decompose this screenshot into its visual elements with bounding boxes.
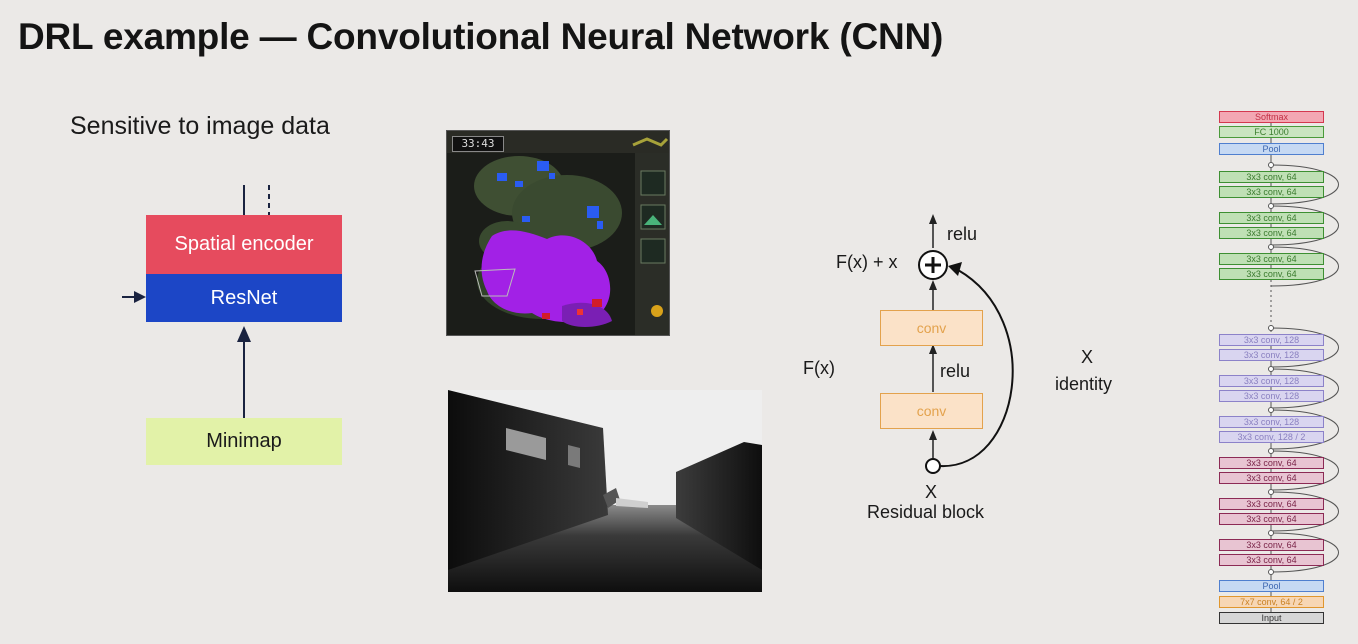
resnet-layer: 3x3 conv, 128 / 2 <box>1219 431 1324 443</box>
resnet-skip-connection <box>1270 368 1339 409</box>
resnet-layer: 3x3 conv, 128 <box>1219 375 1324 387</box>
resnet-add-node <box>1268 366 1274 372</box>
fx-label: F(x) <box>803 358 835 378</box>
identity-x-label: X <box>1081 347 1094 367</box>
resnet-layer: Input <box>1219 612 1324 624</box>
resnet-add-node <box>1268 569 1274 575</box>
resnet-layer: 3x3 conv, 64 <box>1219 539 1324 551</box>
resnet-layer: 3x3 conv, 128 <box>1219 390 1324 402</box>
encoder-arrows <box>122 185 270 418</box>
resnet-layer: 3x3 conv, 64 <box>1219 227 1324 239</box>
resnet-layer: 3x3 conv, 64 <box>1219 472 1324 484</box>
game-minimap-image <box>446 130 670 336</box>
resnet-layer: 3x3 conv, 64 <box>1219 186 1324 198</box>
resnet-layer: 3x3 conv, 64 <box>1219 212 1324 224</box>
conv-to-add-arrowhead <box>929 280 937 290</box>
resnet-skip-connection <box>1270 491 1339 532</box>
resnet-add-node <box>1268 489 1274 495</box>
resnet-layer: 7x7 conv, 64 / 2 <box>1219 596 1324 608</box>
resnet-layer: 3x3 conv, 64 <box>1219 253 1324 265</box>
resnet-layer: 3x3 conv, 128 <box>1219 416 1324 428</box>
residual-block-caption: Residual block <box>867 502 985 522</box>
input-to-conv-arrowhead <box>929 430 937 440</box>
depth-map-drawing <box>448 390 762 592</box>
minimap-up-arrowhead <box>237 326 251 342</box>
resnet-add-node <box>1268 325 1274 331</box>
input-x-label: X <box>925 482 938 502</box>
resnet-add-node <box>1268 448 1274 454</box>
resnet-layer: 3x3 conv, 64 <box>1219 457 1324 469</box>
resnet-skip-connection <box>1270 164 1339 205</box>
resnet-layer: Pool <box>1219 580 1324 592</box>
depth-map-image <box>448 390 762 592</box>
resnet-skip-connection <box>1270 205 1339 246</box>
slide-subtitle: Sensitive to image data <box>70 112 330 140</box>
game-timer: 33:43 <box>452 136 504 152</box>
input-node <box>925 458 941 474</box>
minimap-block: Minimap <box>146 418 342 465</box>
resnet-layer: 3x3 conv, 64 <box>1219 171 1324 183</box>
resnet-skip-connection <box>1270 246 1339 287</box>
game-minimap-drawing <box>447 131 669 335</box>
conv-layer-top: conv <box>880 310 983 346</box>
conv-layer-bottom: conv <box>880 393 983 429</box>
resnet-block: ResNet <box>146 274 342 322</box>
resnet-skip-connection <box>1270 327 1339 368</box>
identity-arrowhead <box>948 262 962 276</box>
resnet-layer: 3x3 conv, 64 <box>1219 554 1324 566</box>
residual-block-diagram <box>918 214 1014 474</box>
resnet-skip-connection <box>1270 450 1339 491</box>
resnet-layer: Softmax <box>1219 111 1324 123</box>
resnet-skip-connection <box>1270 532 1339 573</box>
resnet-layer: FC 1000 <box>1219 126 1324 138</box>
resnet-add-node <box>1268 162 1274 168</box>
resnet-add-node <box>1268 407 1274 413</box>
conv-to-conv-arrowhead <box>929 344 937 354</box>
resnet-layer: 3x3 conv, 128 <box>1219 334 1324 346</box>
resnet-layer: 3x3 conv, 64 <box>1219 513 1324 525</box>
resnet-add-node <box>1268 530 1274 536</box>
identity-label: identity <box>1055 374 1113 394</box>
resnet-layer: 3x3 conv, 64 <box>1219 268 1324 280</box>
resnet-layer: Pool <box>1219 143 1324 155</box>
resnet-layer: 3x3 conv, 64 <box>1219 498 1324 510</box>
resnet-layer: 3x3 conv, 128 <box>1219 349 1324 361</box>
resnet-skip-connection <box>1270 409 1339 450</box>
side-input-arrowhead <box>134 291 146 303</box>
resnet-connections <box>1268 123 1339 612</box>
spatial-encoder-block: Spatial encoder <box>146 215 342 274</box>
resnet-add-node <box>1268 244 1274 250</box>
resnet-add-node <box>1268 203 1274 209</box>
sum-label: F(x) + x <box>836 252 898 272</box>
relu-top-label: relu <box>947 224 978 244</box>
relu-mid-label: relu <box>940 361 971 381</box>
slide-title: DRL example — Convolutional Neural Netwo… <box>18 16 944 57</box>
relu-output-arrowhead <box>929 214 937 224</box>
identity-shortcut <box>939 269 1014 468</box>
